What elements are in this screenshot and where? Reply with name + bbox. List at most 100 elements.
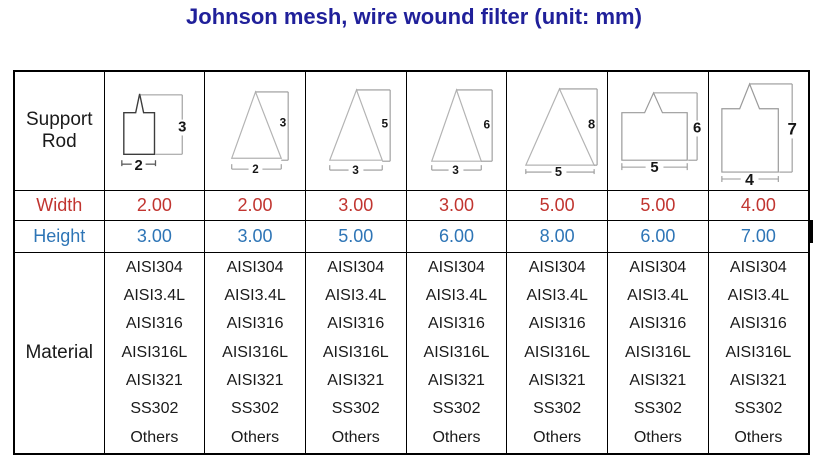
material-item: AISI321 [327, 372, 385, 390]
support-rod-row: Support Rod 3 2 3 [13, 70, 810, 191]
dim-width-label: 2 [134, 158, 142, 174]
notched-rect-profile-diagram: 6 5 [621, 91, 702, 176]
dim-height-label: 8 [588, 116, 595, 131]
material-item: AISI3.4L [627, 287, 689, 305]
notched-rect-profile-diagram: 3 2 [121, 93, 186, 174]
material-item: AISI3.4L [123, 287, 186, 305]
dim-width-label: 5 [651, 160, 659, 176]
width-value-col7: 4.00 [707, 189, 810, 221]
triangle-profile-diagram: 6 3 [430, 87, 493, 177]
support-rod-diagram-col7: 7 4 [707, 70, 810, 191]
material-item: AISI3.4L [325, 287, 387, 305]
spec-table: Support Rod 3 2 3 [13, 70, 810, 455]
triangle-profile-diagram: 3 2 [230, 89, 289, 176]
material-item: AISI316L [121, 343, 188, 361]
material-item: SS302 [734, 400, 783, 418]
rod-profile-shape [329, 87, 384, 161]
rod-profile-shape [122, 93, 156, 155]
material-item: Others [734, 428, 783, 446]
height-value-col5: 8.00 [506, 219, 609, 253]
dim-height-label: 6 [484, 117, 491, 131]
dim-height-label: 7 [787, 119, 796, 138]
material-item: AISI316 [729, 315, 787, 333]
material-item: AISI304 [226, 258, 284, 276]
material-item: AISI316 [327, 315, 385, 333]
material-item: AISI304 [327, 258, 385, 276]
height-value-col7: 7.00 [707, 219, 810, 253]
material-item: AISI316 [629, 315, 687, 333]
triangle-profile-diagram: 8 5 [524, 87, 598, 179]
material-item: AISI316 [427, 315, 485, 333]
height-value-col6: 6.00 [607, 219, 709, 253]
width-value-col3: 3.00 [304, 189, 407, 221]
material-item: AISI304 [629, 258, 687, 276]
material-item: Others [130, 428, 179, 446]
material-item: AISI304 [427, 258, 485, 276]
material-item: AISI321 [226, 372, 284, 390]
notched-rect-profile-diagram: 7 4 [721, 82, 797, 189]
support-rod-row-label: Support Rod [13, 70, 105, 191]
dim-width-label: 2 [252, 162, 259, 176]
rod-profile-shape [430, 87, 483, 162]
triangle-profile-diagram: 5 3 [329, 87, 391, 177]
height-value-col3: 5.00 [304, 219, 407, 253]
material-item: AISI304 [125, 258, 183, 276]
height-row: Height 3.00 3.00 5.00 6.00 8.00 6.00 7.0… [13, 219, 810, 253]
support-rod-diagram-col6: 6 5 [607, 70, 709, 191]
rod-profile-shape [621, 91, 689, 161]
material-item: AISI321 [427, 372, 485, 390]
material-item: SS302 [331, 400, 380, 418]
material-item: AISI321 [528, 372, 586, 390]
material-item: AISI316 [528, 315, 586, 333]
width-row-label: Width [13, 189, 105, 221]
material-item: Others [633, 428, 682, 446]
material-item: AISI316L [423, 343, 490, 361]
material-item: SS302 [432, 400, 481, 418]
height-value-col2: 3.00 [204, 219, 306, 253]
material-item: AISI3.4L [425, 287, 488, 305]
dim-width-label: 5 [555, 164, 562, 179]
material-item: AISI316L [222, 343, 288, 361]
support-rod-diagram-col5: 8 5 [506, 70, 609, 191]
height-value-col1: 3.00 [103, 219, 206, 253]
material-item: AISI304 [729, 258, 787, 276]
height-row-label: Height [13, 219, 105, 253]
material-item: AISI316L [725, 343, 792, 361]
material-row-label: Material [13, 251, 105, 455]
width-value-col4: 3.00 [405, 189, 508, 221]
material-item: AISI3.4L [727, 287, 790, 305]
support-rod-diagram-col2: 3 2 [204, 70, 306, 191]
page-title: Johnson mesh, wire wound filter (unit: m… [186, 4, 642, 29]
width-value-col1: 2.00 [103, 189, 206, 221]
material-item: SS302 [633, 400, 682, 418]
material-item: AISI316 [226, 315, 284, 333]
material-item: SS302 [533, 400, 582, 418]
dim-height-label: 6 [693, 120, 701, 136]
material-item: Others [432, 428, 481, 446]
dim-width-label: 3 [352, 163, 359, 177]
support-rod-diagram-col1: 3 2 [103, 70, 206, 191]
material-item: AISI3.4L [224, 287, 286, 305]
width-row: Width 2.00 2.00 3.00 3.00 5.00 5.00 4.00 [13, 189, 810, 221]
material-item: AISI304 [528, 258, 586, 276]
edge-artifact-mark [809, 220, 813, 243]
material-item: Others [231, 428, 280, 446]
dim-height-label: 5 [382, 116, 389, 130]
rod-profile-shape [230, 89, 282, 159]
material-item: AISI316L [322, 343, 389, 361]
height-value-col4: 6.00 [405, 219, 508, 253]
support-rod-diagram-col3: 5 3 [304, 70, 407, 191]
material-item: AISI321 [729, 372, 787, 390]
width-value-col6: 5.00 [607, 189, 709, 221]
rod-profile-shape [524, 87, 595, 166]
dim-width-label: 4 [745, 172, 754, 189]
material-item: AISI316 [125, 315, 183, 333]
material-item: AISI316L [524, 343, 591, 361]
